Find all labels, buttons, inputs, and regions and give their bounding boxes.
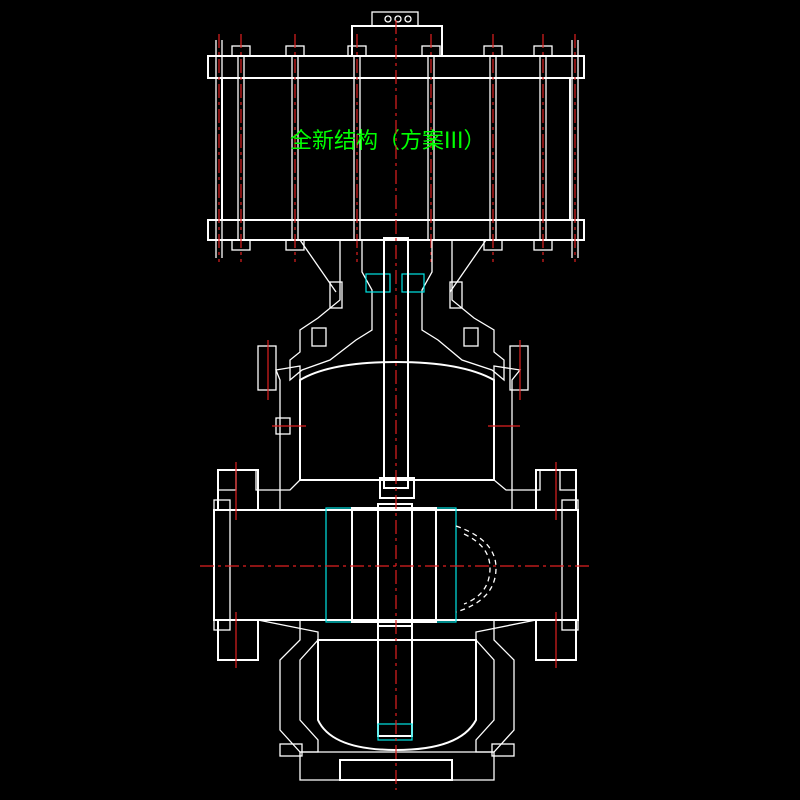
bonnet-bolt-left xyxy=(329,281,343,309)
actuator-top-fitting xyxy=(371,11,419,27)
flange-bolt-right xyxy=(509,345,529,391)
lower-guide-rod xyxy=(377,625,413,737)
stem-and-gate xyxy=(325,237,497,741)
body-left-lower-wall xyxy=(257,619,319,753)
tie-rod-centerlines xyxy=(218,34,576,262)
tie-rod-nuts-bottom xyxy=(231,239,553,251)
centerlines xyxy=(200,20,592,790)
packing-right xyxy=(401,273,425,293)
seat-ring-left xyxy=(325,507,353,623)
packing-left xyxy=(365,273,391,293)
stem-nut xyxy=(379,477,415,499)
upper-chamber xyxy=(299,360,495,481)
seat-ring-right xyxy=(435,507,457,623)
drawing-title: 全新结构（方案III） xyxy=(290,129,485,154)
bonnet-bolt-right xyxy=(449,281,463,309)
bonnet-left-wall xyxy=(289,239,373,382)
left-end-flange-bottom xyxy=(217,619,259,661)
gate-disc xyxy=(377,503,413,627)
tie-rod-nuts-top xyxy=(231,45,553,57)
yoke-bonnet xyxy=(257,239,529,391)
bottom-cover xyxy=(299,751,495,781)
lower-chamber xyxy=(317,639,477,752)
alternate-gate-outline xyxy=(455,525,497,613)
left-end-flange-top xyxy=(217,469,259,511)
flange-bolt-left xyxy=(257,345,277,391)
tie-rods xyxy=(215,40,579,258)
body-right-lower-wall xyxy=(475,619,537,753)
gate-housing xyxy=(351,507,437,623)
bonnet-right-wall xyxy=(421,239,505,382)
